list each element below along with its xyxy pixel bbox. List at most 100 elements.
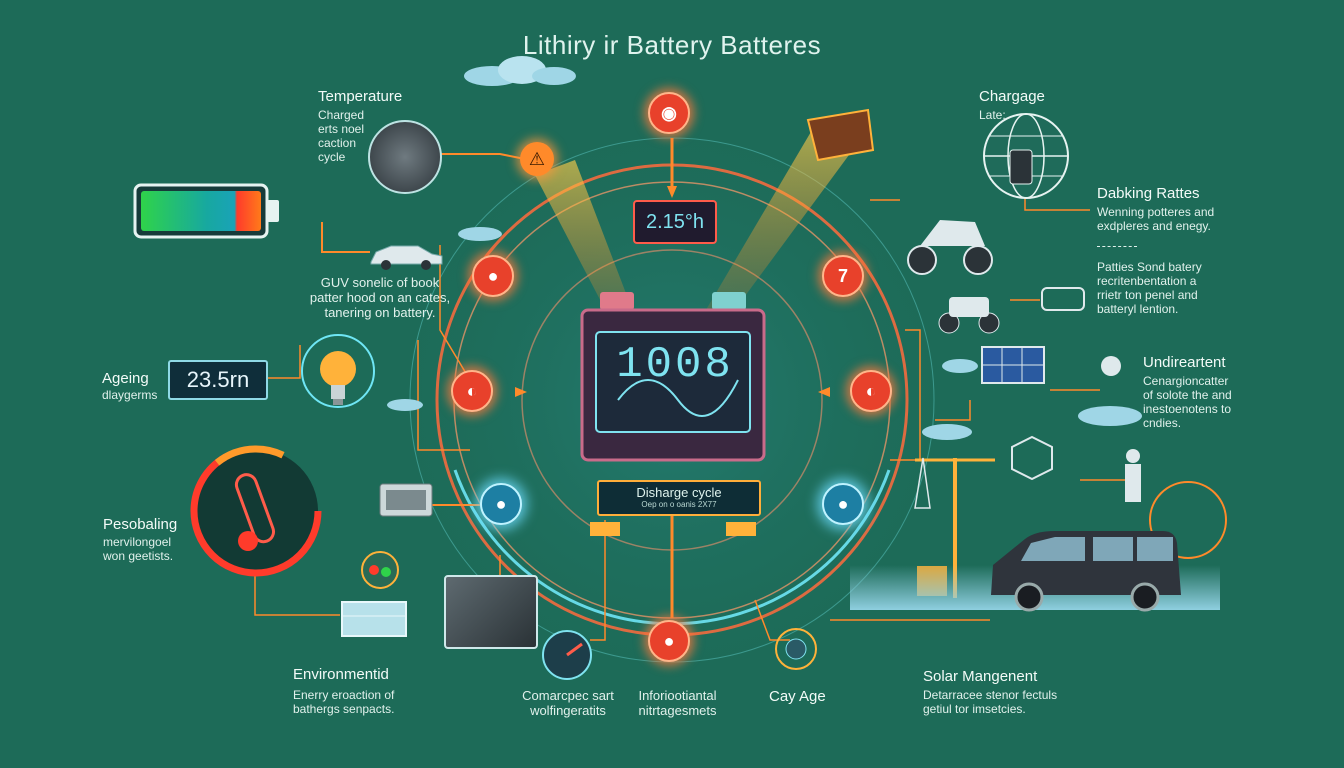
globe-icon — [983, 113, 1069, 199]
arrow-right-node — [818, 387, 830, 397]
cloud-icon — [458, 227, 502, 241]
solar-beam-icon — [806, 108, 875, 162]
solar-panel-icon — [981, 346, 1045, 384]
undireartent-line: Cenargioncatter — [1143, 374, 1229, 388]
cay-age-icon — [775, 628, 817, 670]
light-bulb-icon — [301, 334, 375, 408]
bottom-item1-text: Comarcpec sart wolfingeratits — [508, 688, 628, 718]
line-cayage — [754, 599, 790, 641]
chargage-sub: Late: — [979, 108, 1006, 122]
discharge-cycle-box: Disharge cycle Oep on o oanis 2X77 — [597, 480, 761, 516]
van-icon — [991, 531, 1181, 612]
warning-icon: ⚠ — [520, 142, 554, 176]
battery-bar-icon — [133, 183, 279, 239]
pesobaling-line: won geetists. — [103, 549, 174, 563]
solar-line: Detarracee stenor fectuls — [923, 688, 1058, 702]
temperature-heading: Temperature — [318, 88, 403, 105]
device-icon — [379, 483, 433, 517]
node-left-icon: ◐ — [451, 370, 493, 412]
cloud-icon — [922, 424, 972, 440]
dabking-line: Wenning potteres and — [1097, 205, 1215, 219]
bottom-item2-text: Inforiootiantal nitrtagesmets — [620, 688, 735, 718]
temperature-line: caction — [318, 136, 357, 150]
undireartent-text: Cenargioncatter of solote the and inesto… — [1143, 374, 1232, 430]
patties-line: Patties Sond batery — [1097, 260, 1202, 274]
patties-text: Patties Sond batery recritenbentation a … — [1097, 260, 1202, 316]
beam-right — [700, 125, 860, 330]
solar-text: Detarracee stenor fectuls getiul tor ims… — [923, 688, 1057, 716]
bottom-item1-line: Comarcpec sart — [522, 688, 614, 703]
arrow-left-node — [515, 387, 527, 397]
dabking-text: Wenning potteres and exdpleres and enegy… — [1097, 205, 1214, 233]
divider — [1097, 246, 1137, 247]
temperature-line: Charged — [318, 108, 365, 122]
discharge-marker-left — [590, 522, 620, 536]
right-ring — [1149, 481, 1227, 559]
node-cyan-right-icon: ● — [822, 483, 864, 525]
temperature-line: erts noel — [318, 122, 365, 136]
discharge-sub: Oep on o oanis 2X77 — [641, 500, 717, 509]
line-globe — [1024, 195, 1090, 211]
line-gauge — [590, 520, 606, 641]
material-block-image — [444, 575, 538, 649]
temperature-text: Charged erts noel caction cycle — [318, 108, 373, 164]
guv-text: GUV sonelic of book patter hood on an ca… — [300, 275, 460, 320]
page-title: Lithiry ir Battery Batteres — [522, 30, 822, 60]
line-right-mid — [890, 329, 921, 461]
top-display: 2.15°h — [633, 200, 717, 244]
guv-line: GUV sonelic of book — [320, 275, 440, 290]
person-icon — [1125, 449, 1141, 502]
material-sample-image — [368, 120, 442, 194]
pesobaling-line: mervilongoel — [103, 535, 172, 549]
environment-line: Enerry eroaction of — [293, 688, 395, 702]
patties-line: rrietr ton penel and — [1097, 288, 1198, 302]
patties-line: batteryl lention. — [1097, 302, 1179, 316]
line-solar — [935, 400, 971, 421]
undireartent-line: cndies. — [1143, 416, 1182, 430]
dabking-line: exdpleres and enegy. — [1097, 219, 1211, 233]
gauge-icon — [542, 630, 592, 680]
line-mid-left — [417, 340, 470, 451]
solar-line: getiul tor imsetcies. — [923, 702, 1026, 716]
chargage-heading: Chargage — [979, 88, 1045, 105]
environment-text: Enerry eroaction of bathergs senpacts. — [293, 688, 394, 716]
discharge-marker-right — [726, 522, 756, 536]
aging-heading: Ageing — [102, 370, 149, 387]
line-car — [439, 245, 471, 381]
discharge-title: Disharge cycle — [636, 485, 722, 500]
cay-age-heading: Cay Age — [769, 688, 826, 705]
cloud-icon — [464, 56, 576, 86]
pesobaling-text: mervilongoel won geetists. — [103, 535, 173, 563]
undireartent-line: of solote the and — [1143, 388, 1232, 402]
motorbike-icon — [907, 220, 993, 275]
dabking-heading: Dabking Rattes — [1097, 185, 1200, 202]
drone-icon — [1101, 356, 1121, 376]
bottom-item1-line: wolfingeratits — [530, 703, 606, 718]
solar-heading: Solar Mangenent — [923, 668, 1038, 685]
temperature-line: cycle — [318, 150, 346, 164]
environment-line: bathergs senpacts. — [293, 702, 395, 716]
guv-line: tanering on battery. — [324, 305, 436, 320]
line-aging — [265, 345, 301, 379]
ice-block-icon — [341, 601, 407, 637]
quad-bike-icon — [938, 297, 1000, 334]
node-person-icon: ● — [472, 255, 514, 297]
line-battery — [321, 222, 370, 253]
pesobaling-heading: Pesobaling — [103, 516, 178, 533]
arrow-top-head — [667, 186, 677, 198]
node-bottom-icon: ● — [648, 620, 690, 662]
aging-sub: dlaygerms — [102, 388, 158, 402]
thermometer-icon — [190, 445, 322, 577]
undireartent-line: inestoenotens to — [1143, 402, 1232, 416]
hexagon-icon — [1011, 435, 1053, 480]
car-icon — [370, 245, 443, 270]
cloud-icon — [1078, 406, 1142, 426]
node-cyan-left-icon: ● — [480, 483, 522, 525]
guv-line: patter hood on an cates, — [309, 290, 451, 305]
warning-icon — [361, 551, 399, 589]
vehicle-outline-icon — [1041, 287, 1085, 311]
patties-line: recritenbentation a — [1097, 274, 1197, 288]
center-battery-icon — [580, 292, 766, 462]
undireartent-heading: Undireartent — [1143, 354, 1226, 371]
